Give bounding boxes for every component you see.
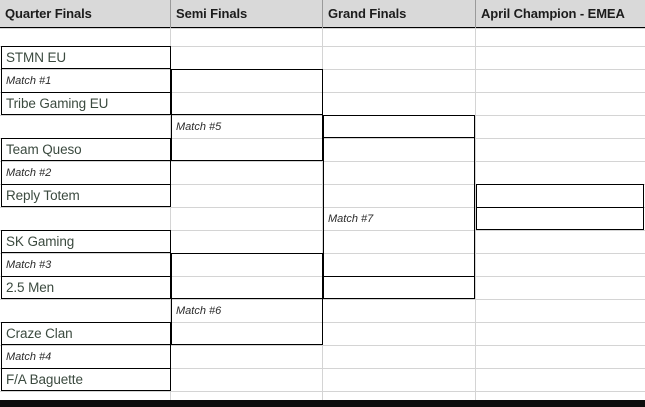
header-separator bbox=[475, 0, 476, 28]
gf-slot-top[interactable] bbox=[323, 115, 475, 138]
gf-match-7-label: Match #7 bbox=[328, 212, 374, 225]
gf-slot-bottom[interactable] bbox=[323, 276, 475, 299]
qf-match-2-label: Match #2 bbox=[6, 166, 52, 179]
qf-slot-4-bottom[interactable] bbox=[1, 368, 171, 391]
qf-match-3-label: Match #3 bbox=[6, 258, 52, 271]
qf-slot-2-bottom[interactable] bbox=[1, 184, 171, 207]
qf-team-3-top[interactable]: SK Gaming bbox=[6, 234, 75, 249]
qf-slot-4-top[interactable] bbox=[1, 322, 171, 345]
qf-team-2-top[interactable]: Team Queso bbox=[6, 142, 82, 157]
gridline-v bbox=[322, 0, 323, 400]
gridline-v bbox=[475, 0, 476, 400]
header-separator bbox=[170, 0, 171, 28]
qf-team-1-bottom[interactable]: Tribe Gaming EU bbox=[6, 96, 109, 111]
column-header-april-champion: April Champion - EMEA bbox=[481, 6, 625, 21]
column-header-grand-finals: Grand Finals bbox=[328, 6, 407, 21]
sheet-bottom-rule bbox=[0, 400, 645, 407]
qf-team-1-top[interactable]: STMN EU bbox=[6, 50, 67, 65]
header-separator bbox=[322, 0, 323, 28]
sf-match-6-label: Match #6 bbox=[176, 304, 222, 317]
qf-slot-2-top[interactable] bbox=[1, 138, 171, 161]
header-row bbox=[0, 0, 645, 28]
sf-slot-1-top[interactable] bbox=[171, 69, 323, 115]
sf-slot-2-top[interactable] bbox=[171, 253, 323, 299]
qf-match-1-label: Match #1 bbox=[6, 74, 52, 87]
qf-slot-1-top[interactable] bbox=[1, 46, 171, 69]
qf-slot-3-bottom[interactable] bbox=[1, 276, 171, 299]
qf-slot-1-bottom[interactable] bbox=[1, 92, 171, 115]
sf-match-5-label: Match #5 bbox=[176, 120, 222, 133]
qf-team-3-bottom[interactable]: 2.5 Men bbox=[6, 280, 55, 295]
champion-winner-value[interactable] bbox=[476, 207, 642, 230]
qf-team-4-top[interactable]: Craze Clan bbox=[6, 326, 73, 341]
column-header-quarter-finals: Quarter Finals bbox=[5, 6, 92, 21]
qf-team-2-bottom[interactable]: Reply Totem bbox=[6, 188, 80, 203]
qf-slot-3-top[interactable] bbox=[1, 230, 171, 253]
champion-slot[interactable] bbox=[476, 207, 644, 230]
qf-match-4-label: Match #4 bbox=[6, 350, 52, 363]
qf-team-4-bottom[interactable]: F/A Baguette bbox=[6, 372, 83, 387]
column-header-semi-finals: Semi Finals bbox=[176, 6, 248, 21]
